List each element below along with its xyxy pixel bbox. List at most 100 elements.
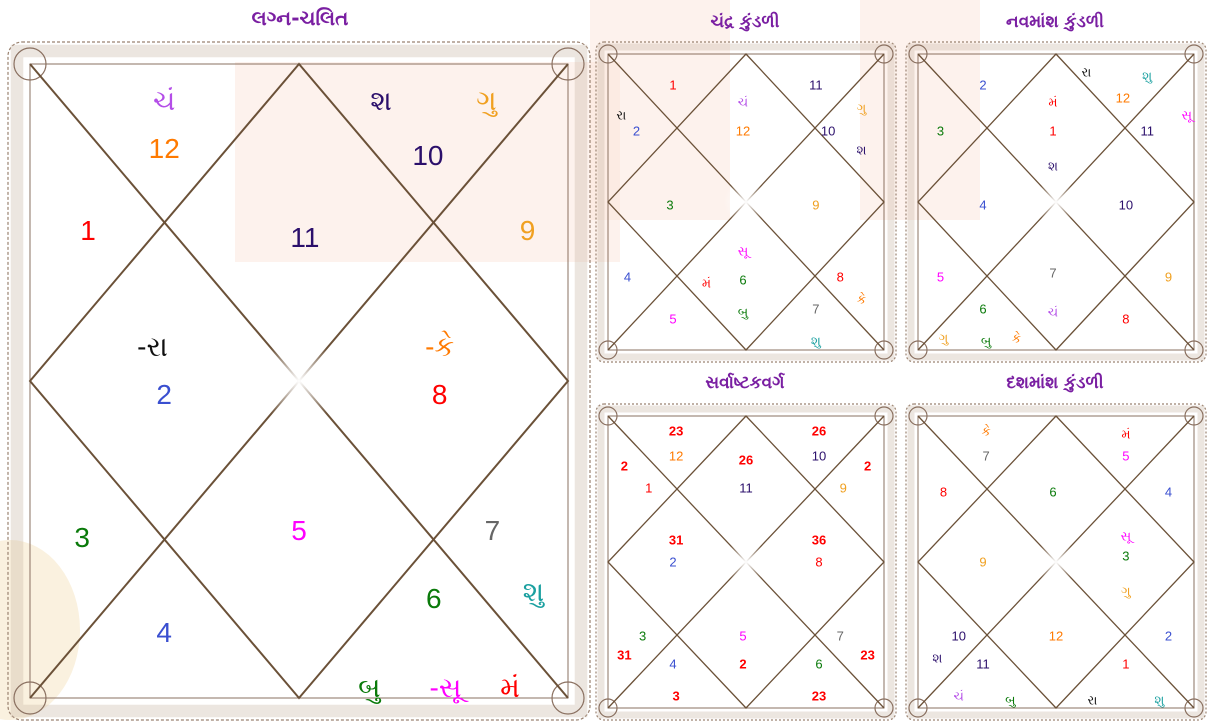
navamsha-house-label: ગુ	[939, 332, 949, 345]
lagna-house-label: 6	[426, 585, 442, 613]
navamsha-house-label: 5	[937, 270, 944, 283]
sarvashtak-house-label: 1	[645, 482, 652, 495]
sarvashtak-house-label: 7	[837, 629, 844, 642]
lagna-house-label: -રા	[137, 333, 168, 361]
sarvashtak-house-label: 26	[812, 424, 826, 437]
dashamsha-house-label: 2	[1165, 629, 1172, 642]
chandra-chart-title: ચંદ્ર કુંડળી	[665, 12, 825, 32]
chandra-house-label: ગુ	[857, 102, 867, 115]
sarvashtak-house-label: 23	[669, 424, 683, 437]
chandra-house-label: બુ	[738, 306, 748, 319]
dashamsha-house-label: 8	[940, 485, 947, 498]
navamsha-house-label: 8	[1122, 312, 1129, 325]
dashamsha-house-label: કે	[981, 424, 990, 437]
lagna-house-label: શ	[370, 87, 392, 115]
navamsha-house-label: 9	[1165, 270, 1172, 283]
chandra-house-label: શુ	[811, 335, 821, 348]
sarvashtak-chart-frame	[594, 402, 898, 722]
navamsha-house-label: રા	[1081, 66, 1091, 79]
lagna-chalit-chart: ચં12શગુ101119-રા2-કે8357શુ64બુ-સૂમં	[6, 40, 592, 722]
sarvashtak-house-label: 36	[812, 533, 826, 546]
dashamsha-house-label: સૂ	[1121, 530, 1132, 543]
lagna-house-label: 2	[156, 381, 172, 409]
sarvashtak-house-label: 10	[812, 450, 826, 463]
dashamsha-house-label: 7	[982, 450, 989, 463]
chandra-house-label: 4	[624, 270, 631, 283]
chandra-house-label: 9	[812, 199, 819, 212]
dashamsha-house-label: મં	[1121, 428, 1130, 441]
lagna-house-label: 1	[80, 217, 96, 245]
sarvashtak-house-label: 6	[815, 658, 822, 671]
dashamsha-house-label: 3	[1122, 549, 1129, 562]
sarvashtak-house-label: 31	[617, 648, 631, 661]
navamsha-house-label: 12	[1116, 92, 1130, 105]
lagna-house-label: 11	[290, 224, 319, 252]
chandra-house-label: 7	[812, 302, 819, 315]
dashamsha-house-label: 12	[1049, 629, 1063, 642]
dashamsha-house-label: 11	[976, 658, 990, 671]
sarvashtak-house-label: 3	[639, 629, 646, 642]
sarvashtak-house-label: 23	[860, 648, 874, 661]
navamsha-house-label: 11	[1140, 124, 1154, 137]
navamsha-house-label: શ	[1048, 160, 1058, 173]
center-glow	[256, 338, 342, 424]
navamsha-house-label: મં	[1048, 95, 1057, 108]
navamsha-house-label: 6	[979, 302, 986, 315]
dashamsha-house-label: શ	[932, 652, 942, 665]
center-glow	[1034, 180, 1078, 224]
sarvashtak-house-label: 11	[739, 482, 753, 495]
dashamsha-kundali-chart: કે7મં5864સૂ39ગુ10122શ111ચંબુરાશુ	[904, 402, 1208, 722]
sarvashtak-house-label: 23	[812, 690, 826, 703]
lagna-house-label: 4	[156, 619, 172, 647]
chandra-house-label: 5	[669, 312, 676, 325]
center-glow	[724, 180, 768, 224]
navamsha-chart-title: નવમાંશ કુંડળી	[975, 12, 1135, 32]
navamsha-house-label: શુ	[1142, 69, 1152, 82]
navamsha-house-label: 3	[937, 124, 944, 137]
chandra-house-label: શ	[857, 144, 867, 157]
sarvashtak-house-label: 2	[669, 556, 676, 569]
lagna-house-label: 8	[432, 381, 448, 409]
navamsha-house-label: કે	[1012, 332, 1021, 345]
sarvashtak-house-label: 9	[840, 482, 847, 495]
sarvashtak-house-label: 4	[669, 658, 676, 671]
navamsha-house-label: ચં	[1048, 306, 1058, 319]
lagna-chart-title: લગ્ન-ચલિત	[200, 6, 400, 30]
chandra-house-label: 10	[821, 124, 835, 137]
dashamsha-house-label: 9	[979, 556, 986, 569]
chandra-house-label: મં	[702, 277, 711, 290]
center-glow	[1034, 540, 1078, 584]
dashamsha-house-label: રા	[1088, 693, 1098, 706]
navamsha-house-label: 10	[1119, 199, 1133, 212]
dashamsha-chart-frame	[904, 402, 1208, 722]
sarvashtak-house-label: 3	[672, 690, 679, 703]
chandra-house-label: રા	[616, 108, 626, 121]
dashamsha-house-label: 10	[951, 629, 965, 642]
chandra-house-label: સૂ	[738, 244, 749, 257]
chandra-house-label: 12	[736, 124, 750, 137]
sarvashtak-house-label: 26	[739, 453, 753, 466]
lagna-house-label: બુ	[358, 674, 380, 702]
dashamsha-house-label: બુ	[1005, 693, 1015, 706]
center-glow	[724, 540, 768, 584]
sarvashtak-house-label: 2	[864, 460, 871, 473]
sarvashtak-house-label: 2	[621, 460, 628, 473]
navamsha-house-label: સૂ	[1181, 108, 1192, 121]
sarvashtak-house-label: 12	[669, 450, 683, 463]
chandra-house-label: કે	[857, 293, 866, 306]
lagna-house-label: 9	[520, 217, 536, 245]
navamsha-house-label: 7	[1049, 267, 1056, 280]
dashamsha-chart-title: દશમાંશ કુંડળી	[975, 373, 1135, 393]
sarvashtak-house-label: 2	[739, 658, 746, 671]
chandra-house-label: 6	[739, 273, 746, 286]
sarvashtak-house-label: 31	[669, 533, 683, 546]
lagna-house-label: -કે	[425, 333, 454, 361]
dashamsha-house-label: 5	[1122, 450, 1129, 463]
navamsha-house-label: 2	[979, 79, 986, 92]
lagna-house-label: 3	[74, 524, 90, 552]
lagna-house-label: ગુ	[476, 87, 496, 115]
chandra-house-label: 3	[666, 199, 673, 212]
lagna-chart-frame	[6, 40, 592, 722]
